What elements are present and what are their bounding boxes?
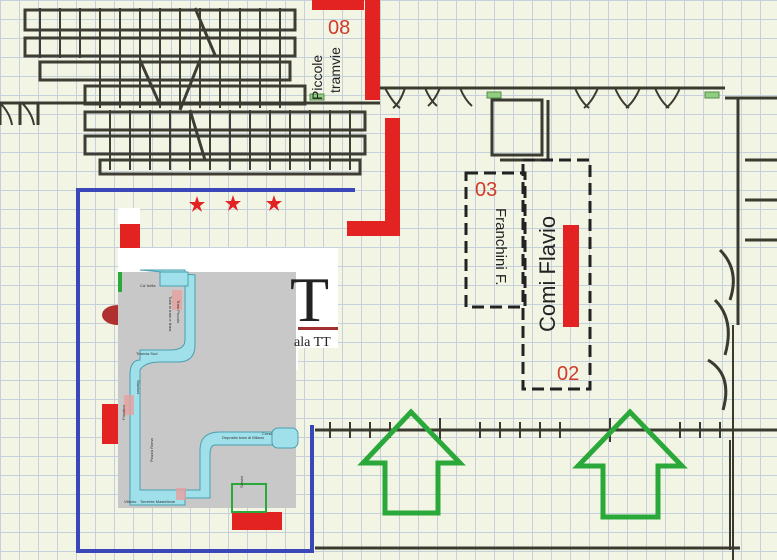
inset-highlights — [124, 290, 186, 500]
inset-label: Piazza Roma — [149, 438, 154, 462]
star-icon — [189, 195, 282, 212]
inset-label: Torrente Mastellone — [140, 499, 176, 504]
logo-letter: T — [290, 264, 330, 335]
stand-number-03: 03 — [475, 179, 498, 201]
inset-label: Ca' bella — [140, 283, 156, 288]
stand-08 — [365, 0, 380, 100]
stand-number-08: 08 — [328, 17, 351, 39]
pillar-box — [490, 98, 544, 157]
inset-label: Crest — [262, 431, 272, 436]
inset-label: Stazioni — [136, 380, 141, 395]
label-comi-flavio: Comi Flavio — [535, 215, 560, 332]
stand-wall — [385, 118, 400, 236]
inset-label: Servizi — [239, 475, 244, 488]
logo-subtitle: ala TT — [294, 335, 331, 350]
door-swings — [0, 87, 681, 126]
stand-02-outline — [521, 158, 592, 391]
inset-label: Tutte in tram e linea — [168, 296, 173, 332]
label-piccole: Piccole — [309, 54, 325, 100]
wall-markers — [309, 91, 720, 101]
exhibit-boundary — [76, 188, 355, 553]
inset-label: Vittorio — [124, 499, 137, 504]
label-franchini: Franchini F. — [492, 208, 509, 286]
inset-service-box — [231, 483, 267, 513]
stand-02 — [563, 225, 579, 327]
north-wall — [0, 86, 777, 125]
label-tramvie: tramvie — [327, 47, 343, 93]
up-arrow-icon — [357, 408, 688, 520]
inset-label: Tranvia Sud — [136, 351, 158, 356]
shelving-ticks — [39, 7, 351, 170]
stand-03-outline — [464, 171, 527, 309]
barrier-ticks — [329, 418, 731, 550]
inset-track — [129, 269, 299, 506]
inset-label: Tram Piccolo — [176, 300, 181, 324]
stand-number-02: 02 — [557, 363, 580, 385]
east-wall — [707, 98, 777, 560]
inset-label: Fanatico — [121, 404, 126, 420]
inset-label: Deposito tram di Milano — [222, 435, 265, 440]
